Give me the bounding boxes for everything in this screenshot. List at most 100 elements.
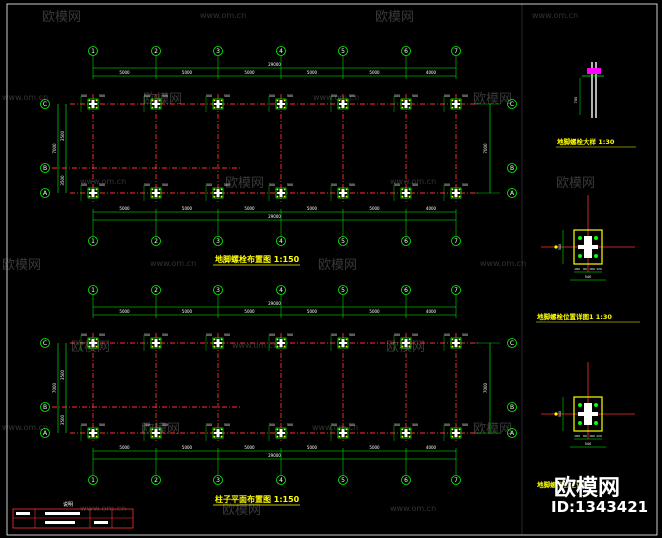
axis-label: 6	[404, 477, 408, 484]
anchor-bolt	[95, 195, 98, 198]
watermark-url: www.om.cn	[80, 504, 127, 513]
column-base-plate	[275, 98, 287, 110]
axis-label: 7	[454, 48, 458, 55]
anchor-bolt	[578, 254, 582, 258]
dimension-span: 5000	[244, 309, 255, 314]
plate-dim: 500	[287, 94, 293, 98]
plate-dim: 180	[574, 434, 580, 438]
anchor-bolt	[88, 338, 91, 341]
watermark-url: www.om.cn	[232, 341, 279, 350]
anchor-bolt	[338, 99, 341, 102]
anchor-bolt	[88, 435, 91, 438]
axis-bubble	[401, 46, 411, 56]
column-base-plate	[212, 427, 224, 439]
plate-dim: 120	[596, 434, 602, 438]
plate-dim: 500	[349, 183, 355, 187]
anchor-bolt	[283, 338, 286, 341]
column-base-plate	[275, 427, 287, 439]
anchor-bolt	[408, 428, 411, 431]
plate-dim: 500	[162, 423, 168, 427]
column-flange	[339, 342, 347, 344]
column-base-plate	[150, 98, 162, 110]
column-base-plate	[150, 187, 162, 199]
dimension-span: 5000	[369, 445, 380, 450]
anchor-bolt	[151, 428, 154, 431]
anchor-bolt	[345, 345, 348, 348]
anchor-bolt	[95, 106, 98, 109]
plate-dim: 500	[394, 94, 400, 98]
axis-bubble	[40, 188, 50, 198]
plate-dim: 500	[412, 94, 418, 98]
anchor-bolt	[458, 195, 461, 198]
anchor-bolt	[451, 428, 454, 431]
anchor-bolt	[283, 99, 286, 102]
column-base-plate	[212, 187, 224, 199]
anchor-bolt	[345, 338, 348, 341]
plate-dim: 500	[99, 94, 105, 98]
anchor-bolt	[401, 106, 404, 109]
axis-bubble	[507, 338, 517, 348]
anchor-bolt	[276, 428, 279, 431]
axis-bubble	[40, 338, 50, 348]
axis-bubble	[451, 236, 461, 246]
anchor-bolt	[401, 338, 404, 341]
anchor-bolt	[220, 435, 223, 438]
axis-label: 7	[454, 287, 458, 294]
anchor-bolt	[401, 345, 404, 348]
column-flange	[277, 192, 285, 194]
detail-marker	[554, 245, 558, 249]
axis-bubble	[451, 475, 461, 485]
axis-label: 4	[279, 48, 283, 55]
plate-dim: 500	[462, 94, 468, 98]
plate-dim: 500	[331, 183, 337, 187]
column-flange	[152, 103, 160, 105]
column-flange	[452, 103, 460, 105]
axis-label: 5	[341, 287, 345, 294]
axis-label: 5	[341, 238, 345, 245]
axis-bubble	[338, 285, 348, 295]
dimension-span: 4000	[426, 206, 437, 211]
axis-bubble	[88, 475, 98, 485]
axis-label: 7	[454, 477, 458, 484]
anchor-bolt	[451, 195, 454, 198]
anchor-bolt	[158, 435, 161, 438]
column-flange	[402, 432, 410, 434]
anchor-bolt	[345, 195, 348, 198]
legend-table	[12, 508, 134, 529]
plate-height: 540	[558, 411, 562, 417]
detail-dim: 700	[574, 97, 578, 104]
anchor-bolt	[578, 236, 582, 240]
anchor-bolt	[95, 428, 98, 431]
dimension-span: 5000	[119, 206, 130, 211]
watermark-text: 欧模网	[42, 10, 82, 25]
axis-bubble	[451, 285, 461, 295]
axis-label: B	[43, 165, 47, 172]
dimension-span: 4000	[426, 309, 437, 314]
dimension-span: 5000	[369, 309, 380, 314]
anchor-bolt	[151, 188, 154, 191]
axis-label: A	[43, 430, 48, 437]
anchor-bolt	[158, 195, 161, 198]
anchor-bolt	[451, 345, 454, 348]
anchor-bolt	[338, 435, 341, 438]
dimension-span: 5000	[369, 206, 380, 211]
anchor-bolt	[458, 345, 461, 348]
dimension-total: 29000	[268, 453, 281, 458]
axis-label: 1	[91, 238, 95, 245]
axis-label: 5	[341, 477, 345, 484]
anchor-bolt	[408, 338, 411, 341]
axis-bubble	[88, 46, 98, 56]
column-base-plate	[400, 337, 412, 349]
column-flange	[89, 432, 97, 434]
plate-dim: 60	[583, 267, 587, 271]
watermark-text: 欧模网	[318, 258, 358, 273]
anchor-bolt	[338, 338, 341, 341]
detail1-anchor-bolt: 700	[574, 62, 604, 118]
watermark-text: 欧模网	[71, 340, 111, 355]
axis-bubble	[213, 236, 223, 246]
plate-width: 540	[585, 275, 591, 279]
plate-dim: 500	[162, 94, 168, 98]
plate-dim: 500	[287, 183, 293, 187]
plate-dim: 500	[331, 94, 337, 98]
column-flange	[214, 432, 222, 434]
